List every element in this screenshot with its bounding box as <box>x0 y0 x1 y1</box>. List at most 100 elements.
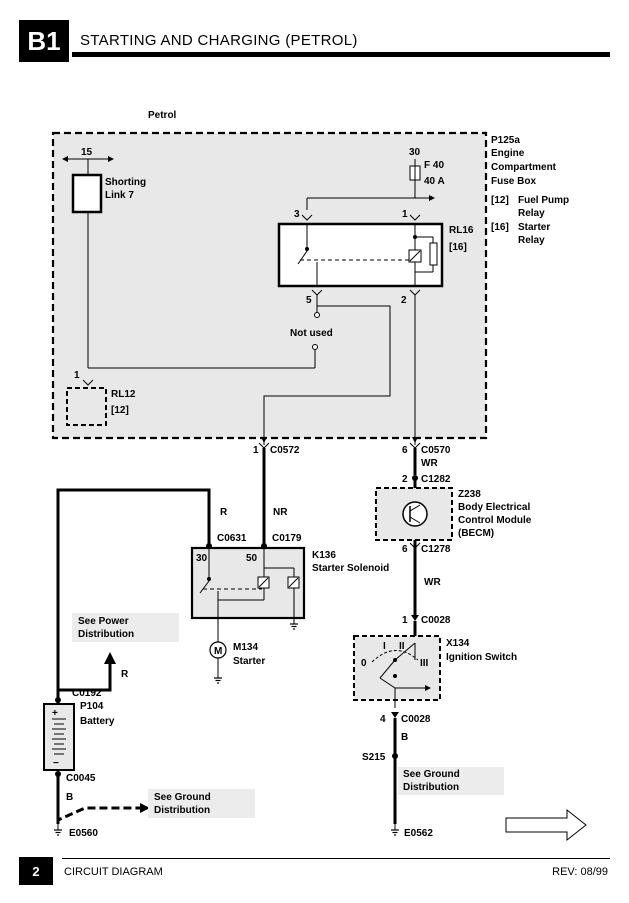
rl16-pin3: 3 <box>294 209 300 220</box>
rl12-id: RL12 <box>111 389 136 400</box>
rl16-pin5: 5 <box>306 295 312 306</box>
page-title: STARTING AND CHARGING (PETROL) <box>80 32 358 49</box>
starter-ground-icon <box>213 671 223 684</box>
resistor-icon <box>429 242 438 266</box>
page-number: 2 <box>19 857 53 885</box>
ground-e0560: E0560 <box>69 828 98 839</box>
solenoid-pin-30: 30 <box>196 553 208 564</box>
footer-rev: REV: 08/99 <box>552 866 608 878</box>
fusebox-name-1: Engine <box>491 148 525 159</box>
c0028-top-label: C0028 <box>421 615 451 626</box>
starter-name: Starter <box>233 656 265 667</box>
arrow-right-ground-icon <box>140 803 150 813</box>
c0572-label: C0572 <box>270 445 300 456</box>
ground-note-right <box>398 767 504 795</box>
becm-name-3: (BECM) <box>458 528 494 539</box>
rl16-ref: [16] <box>449 242 467 253</box>
relay-desc-12-1: Fuel Pump <box>518 195 569 206</box>
power-note-2: Distribution <box>78 629 134 640</box>
c0028-bot-pin: 4 <box>380 714 386 725</box>
c1282-label: C1282 <box>421 474 451 485</box>
solenoid-id: K136 <box>312 550 336 561</box>
fusebox-name-3: Fuse Box <box>491 176 536 187</box>
becm-name-2: Control Module <box>458 515 532 526</box>
solenoid-pin-50: 50 <box>246 553 258 564</box>
starter-id: M134 <box>233 642 258 653</box>
motor-symbol: M <box>214 646 222 657</box>
arrow-right-icon <box>108 156 114 162</box>
ignition-pos-iii: III <box>420 658 429 669</box>
fusebox-id: P125a <box>491 135 520 146</box>
battery <box>43 703 75 771</box>
section-label: Petrol <box>148 110 177 121</box>
ground-note-right-1: See Ground <box>403 769 460 780</box>
relay-ref-16: [16] <box>491 222 509 233</box>
transistor-icon <box>402 501 428 527</box>
c0570-pin: 6 <box>402 445 408 456</box>
arrow-left-icon <box>62 156 68 162</box>
ground-e0562: E0562 <box>404 828 433 839</box>
terminal-30: 30 <box>409 147 421 158</box>
wire-b-right: B <box>401 732 408 743</box>
c1278-pin: 6 <box>402 544 408 555</box>
fuse-rating: 40 A <box>424 176 445 187</box>
relay-rl12 <box>66 387 107 426</box>
ignition-name: Ignition Switch <box>446 652 517 663</box>
rl12-ref: [12] <box>111 405 129 416</box>
rl16-pin1: 1 <box>402 209 408 220</box>
c0631-label: C0631 <box>217 533 247 544</box>
battery-name: Battery <box>80 716 115 727</box>
ignition-pos-0: 0 <box>361 658 367 669</box>
footer-label: CIRCUIT DIAGRAM <box>64 866 163 878</box>
ignition-pos-i: I <box>383 641 386 652</box>
c1278-label: C1278 <box>421 544 451 555</box>
becm-id: Z238 <box>458 489 481 500</box>
shorting-link-label-1: Shorting <box>105 177 146 188</box>
power-note-1: See Power <box>78 616 129 627</box>
ground-symbol-icon <box>390 823 400 836</box>
ignition-id: X134 <box>446 638 470 649</box>
shorting-link-label-2: Link 7 <box>105 190 134 201</box>
c0028-bot-label: C0028 <box>401 714 431 725</box>
header-rule <box>72 52 610 57</box>
shorting-link <box>71 173 103 214</box>
ground-symbol-left-icon <box>53 823 63 836</box>
ground-note-right-2: Distribution <box>403 782 459 793</box>
c0179-label: C0179 <box>272 533 302 544</box>
battery-plus: + <box>52 708 58 719</box>
ignition-pos-ii: II <box>399 641 405 652</box>
ground-note-left-2: Distribution <box>154 805 210 816</box>
power-note <box>72 613 179 642</box>
battery-id: P104 <box>80 701 104 712</box>
c0045-label: C0045 <box>66 773 96 784</box>
c0572-pin: 1 <box>253 445 259 456</box>
becm-name-1: Body Electrical <box>458 502 530 513</box>
section-badge: B1 <box>19 20 69 62</box>
c0028-top-pin: 1 <box>402 615 408 626</box>
c0570-wire: WR <box>421 458 438 469</box>
wire-r: R <box>220 507 228 518</box>
battery-minus: − <box>53 758 59 769</box>
arrow-up-icon <box>104 652 116 664</box>
footer-rule <box>62 858 610 859</box>
fusebox-name-2: Compartment <box>491 162 557 173</box>
wire-nr: NR <box>273 507 288 518</box>
starter-solenoid <box>190 546 306 620</box>
wire-wr: WR <box>424 577 441 588</box>
solenoid-ground-icon <box>289 617 299 630</box>
rl16-pin2: 2 <box>401 295 407 306</box>
c1282-pin: 2 <box>402 474 408 485</box>
ground-note-left-1: See Ground <box>154 792 211 803</box>
c0570-label: C0570 <box>421 445 451 456</box>
relay-desc-16-1: Starter <box>518 222 550 233</box>
wire-b-left: B <box>66 792 73 803</box>
solenoid-name: Starter Solenoid <box>312 563 389 574</box>
fuse-id: F 40 <box>424 160 444 171</box>
ground-note-left <box>148 789 255 818</box>
not-used-label: Not used <box>290 328 333 339</box>
next-page-arrow-icon[interactable] <box>505 808 587 842</box>
relay-desc-12-2: Relay <box>518 208 545 219</box>
relay-ref-12: [12] <box>491 195 509 206</box>
relay-desc-16-2: Relay <box>518 235 545 246</box>
